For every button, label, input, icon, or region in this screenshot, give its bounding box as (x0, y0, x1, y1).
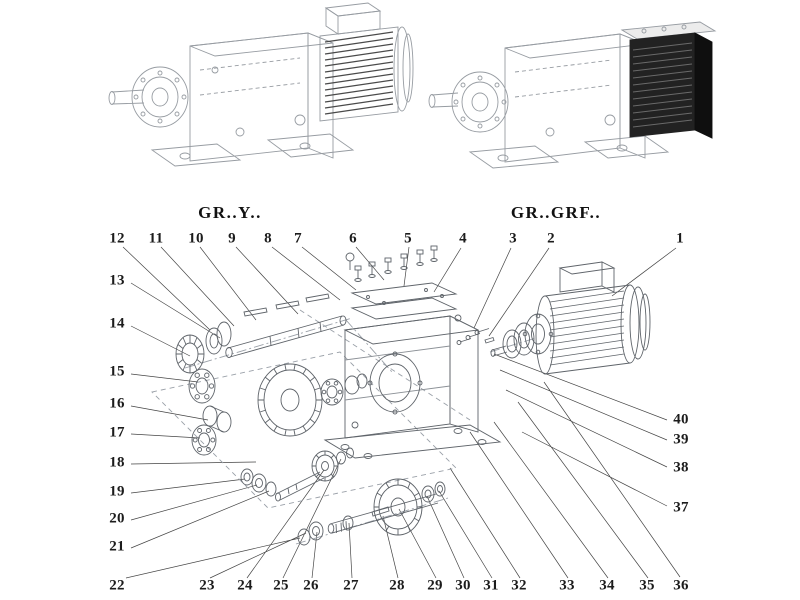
callout-30: 30 (455, 577, 471, 594)
callout-4: 4 (459, 230, 467, 247)
callout-36: 36 (673, 577, 689, 594)
callout-20: 20 (109, 510, 125, 527)
callout-6: 6 (349, 230, 357, 247)
large-gear (257, 363, 323, 437)
input-shaft-assembly (225, 293, 347, 358)
callout-29: 29 (427, 577, 443, 594)
washer-stack (240, 468, 277, 497)
callout-7: 7 (294, 230, 302, 247)
callout-34: 34 (599, 577, 615, 594)
motor-adapter-parts (456, 322, 535, 359)
callout-27: 27 (343, 577, 359, 594)
gear-housing (323, 315, 502, 459)
label-gr-y: GR..Y.. (198, 203, 262, 222)
gear-side-bearing (320, 373, 368, 406)
callout-23: 23 (199, 577, 215, 594)
callout-38: 38 (673, 459, 689, 476)
callout-39: 39 (673, 431, 689, 448)
callout-33: 33 (559, 577, 575, 594)
alignment-lines (151, 309, 537, 545)
callout-11: 11 (148, 230, 164, 247)
callout-8: 8 (264, 230, 272, 247)
pinion-shaft (275, 471, 325, 502)
callout-12: 12 (109, 230, 125, 247)
callout-31: 31 (483, 577, 499, 594)
callout-32: 32 (511, 577, 527, 594)
leader-lines-path (122, 246, 681, 579)
leader-lines (122, 246, 681, 579)
label-gr-grf: GR..GRF.. (510, 203, 602, 222)
callout-2: 2 (547, 230, 555, 247)
inspection-cover-and-bolts (345, 245, 462, 322)
callout-37: 37 (673, 499, 689, 516)
assembled-view-gr-y (108, 2, 414, 167)
callout-21: 21 (109, 538, 125, 555)
callout-19: 19 (109, 483, 125, 500)
callout-28: 28 (389, 577, 405, 594)
callout-17: 17 (109, 424, 125, 441)
callout-1: 1 (676, 230, 684, 247)
callout-25: 25 (273, 577, 289, 594)
callout-16: 16 (109, 395, 125, 412)
callout-14: 14 (109, 315, 125, 332)
electric-motor (522, 261, 651, 375)
callout-13: 13 (109, 272, 125, 289)
oil-seal-and-cover (205, 321, 232, 355)
exploded-view-drawing (151, 245, 651, 546)
assembled-view-gr-grf (428, 21, 717, 169)
callout-18: 18 (109, 454, 125, 471)
callout-22: 22 (109, 577, 125, 594)
callout-5: 5 (404, 230, 412, 247)
callout-26: 26 (303, 577, 319, 594)
callout-15: 15 (109, 363, 125, 380)
output-shaft-assembly (297, 478, 446, 546)
callout-10: 10 (188, 230, 204, 247)
shim-ring (175, 334, 205, 374)
intermediate-bearing (191, 424, 217, 456)
callout-3: 3 (509, 230, 517, 247)
input-bearing (188, 368, 216, 404)
callout-9: 9 (228, 230, 236, 247)
callout-35: 35 (639, 577, 655, 594)
callout-24: 24 (237, 577, 253, 594)
spacer-bushing (202, 405, 232, 433)
callout-40: 40 (673, 411, 689, 428)
